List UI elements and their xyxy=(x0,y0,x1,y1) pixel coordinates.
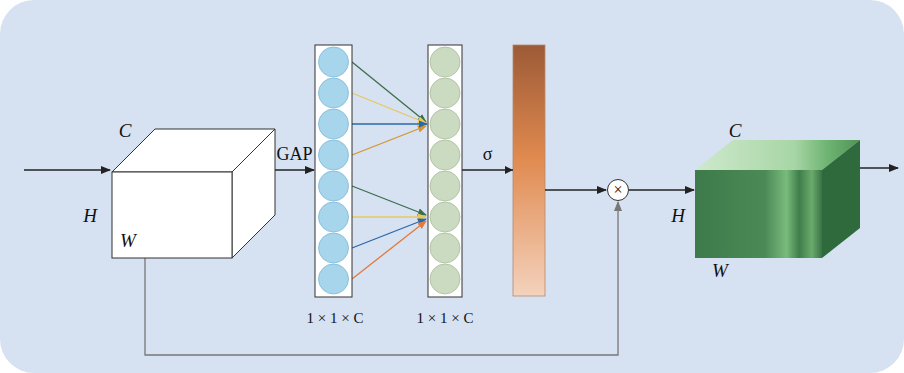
pooled-vector: 1 × 1 × C xyxy=(300,40,370,335)
dimension-label: C xyxy=(729,121,742,140)
shape-label: 1 × 1 × C xyxy=(417,311,474,326)
node-outline xyxy=(80,115,280,265)
dimension-label: W xyxy=(712,261,728,280)
conv-arrow xyxy=(352,186,426,215)
conv-arrow xyxy=(352,221,426,279)
attention-weights-bar xyxy=(513,45,545,296)
input-arrow xyxy=(24,169,110,170)
conv-arrow xyxy=(352,93,426,123)
node-outline xyxy=(660,110,875,280)
output-arrow xyxy=(860,167,898,168)
dimension-label: H xyxy=(83,206,97,225)
dimension-label: W xyxy=(120,231,136,250)
conv-arrow xyxy=(352,62,426,122)
edge-label: GAP xyxy=(276,145,312,163)
conv-arrow xyxy=(352,216,426,217)
shape-label: 1 × 1 × C xyxy=(307,311,364,326)
dimension-label: H xyxy=(671,206,685,225)
node-outline xyxy=(300,40,370,335)
conv-arrow xyxy=(352,123,427,124)
edge-label: σ xyxy=(483,145,493,163)
conv-vector: 1 × 1 × C xyxy=(415,40,485,335)
flow-arrow xyxy=(275,169,314,170)
multiply-circle: × xyxy=(607,179,629,201)
dimension-label: C xyxy=(119,121,132,140)
flow-arrow xyxy=(629,189,694,190)
output-feature-cube: C H W xyxy=(660,110,875,280)
node-outline xyxy=(415,40,485,335)
conv-arrow xyxy=(352,126,426,155)
conv-arrow xyxy=(352,219,426,248)
input-feature-cube: C H W xyxy=(80,115,280,265)
operator-symbol: × xyxy=(613,182,622,198)
flow-arrow xyxy=(462,170,606,190)
conv-arrows xyxy=(352,62,426,279)
